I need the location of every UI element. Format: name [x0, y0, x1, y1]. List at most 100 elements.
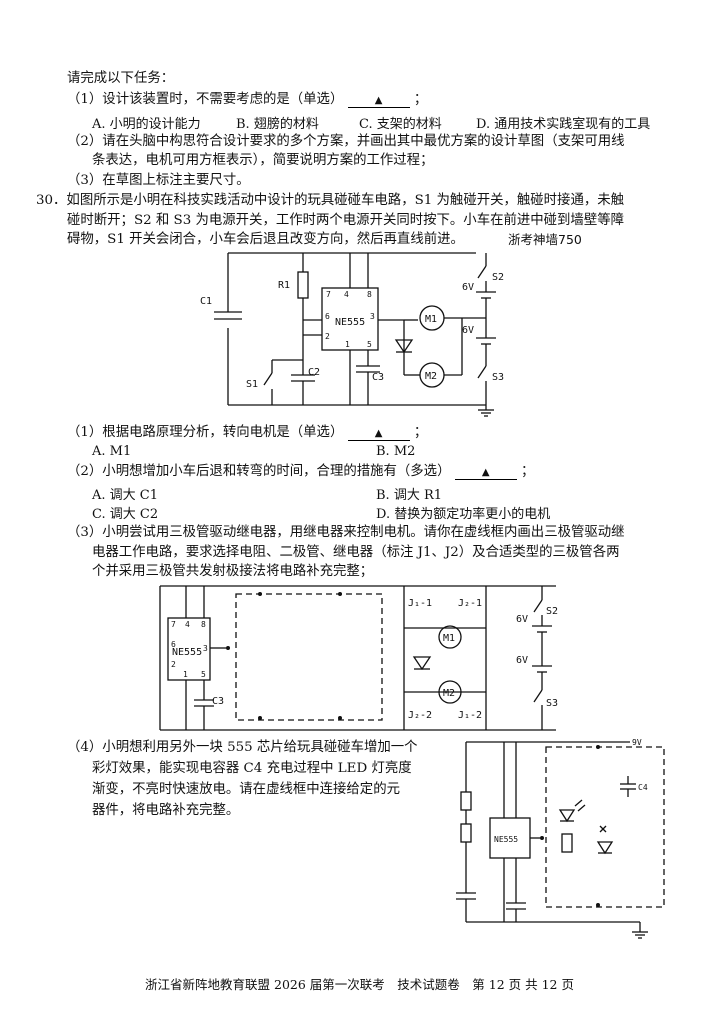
q29-part2-line2: 条表达，电机可用方框表示），简要说明方案的工作过程；: [92, 153, 434, 168]
task-intro: 请完成以下任务：: [67, 71, 175, 86]
resistor-2-icon: [460, 823, 472, 843]
battery-2-icon: [476, 337, 496, 345]
circuit-3: 9V NE555 C4: [456, 738, 665, 939]
pin-5: 5: [201, 670, 206, 679]
label-s2: S2: [546, 606, 558, 617]
output-node-icon: [540, 836, 544, 840]
battery-1-icon: [476, 291, 496, 299]
node-icon: [258, 716, 262, 720]
pin-3: 3: [370, 312, 375, 321]
resistor-1-icon: [460, 791, 472, 811]
motor-m2-icon: [438, 680, 462, 704]
q29-part2-line1: （2）请在头脑中构思符合设计要求的多个方案，并画出其中最优方案的设计草图（支架可…: [67, 134, 625, 149]
pin-4: 4: [344, 290, 349, 299]
pin-8: 8: [201, 620, 206, 629]
diode-icon: [596, 841, 614, 855]
q30-part3-line3: 个并采用三极管共发射极接法将电路补充完整；: [92, 564, 374, 579]
ground-icon: [632, 922, 648, 939]
node-icon: [338, 716, 342, 720]
answer-blank[interactable]: ▲: [347, 428, 410, 441]
pin-7: 7: [326, 290, 331, 299]
label-9v: 9V: [632, 738, 642, 747]
diode-icon: [394, 339, 414, 354]
q30-p2-option-c: C. 调大 C2: [92, 507, 159, 522]
pin-3: 3: [203, 644, 208, 653]
triangle-mark-icon: ▲: [481, 467, 490, 478]
label-j2-1: J₂-1: [458, 598, 482, 609]
q29-option-d: D. 通用技术实践室现有的工具: [476, 117, 651, 132]
page-footer: 浙江省新阵地教育联盟 2026 届第一次联考 技术试题卷 第 12 页 共 12…: [145, 977, 574, 992]
label-6v-1: 6V: [462, 282, 474, 293]
q30-p1-option-b: B. M2: [376, 444, 416, 459]
capacitor-c4-icon: [620, 776, 636, 797]
label-s2: S2: [492, 272, 504, 283]
q30-part2: （2）小明想增加小车后退和转弯的时间，合理的措施有（多选） ▲ ；: [67, 464, 535, 480]
q30-intro-line3: 碍物，S1 开关会闭合，小车会后退且改变方向，然后再直线前进。: [67, 232, 464, 247]
node-icon: [258, 592, 262, 596]
circuit-1: C1 R1 NE555 7 4 8 6 3 2 1 5 C3: [200, 252, 504, 417]
q29-option-b: B. 翅膀的材料: [236, 117, 319, 132]
chip-label: NE555: [494, 835, 518, 844]
node-icon: [596, 903, 600, 907]
ground-icon: [478, 405, 494, 417]
q30-part4-line4: 器件，将电路补充完整。: [92, 803, 240, 818]
motor-m1-icon: [438, 625, 462, 649]
label-j1-1: J₁-1: [408, 598, 432, 609]
label-j1-2: J₁-2: [458, 710, 482, 721]
q30-part4-line2: 彩灯效果，能实现电容器 C4 充电过程中 LED 灯亮度: [92, 761, 412, 776]
pin-7: 7: [171, 620, 176, 629]
switch-s3-icon: [477, 365, 487, 379]
resistor-r1-icon: [297, 271, 309, 299]
switch-s1-icon: [263, 372, 273, 386]
switch-s3-icon: [533, 689, 543, 703]
q29-option-a: A. 小明的设计能力: [92, 117, 201, 132]
triangle-mark-icon: ▲: [374, 428, 383, 439]
label-c1: C1: [200, 296, 212, 307]
label-r1: R1: [278, 280, 290, 291]
capacitor-icon: [506, 902, 526, 910]
capacitor-icon: [456, 892, 476, 900]
pin-6: 6: [171, 640, 176, 649]
q30-p1-option-a: A. M1: [92, 444, 132, 459]
circuit-2: NE555 7 4 8 6 3 2 1 5 C3 J₁-1 J₂-1 J₂-2 …: [159, 585, 558, 731]
watermark: 浙考神墙750: [508, 232, 582, 247]
resistor-icon: [561, 833, 573, 853]
transistor-icon: [599, 825, 607, 833]
output-node-icon: [226, 646, 230, 650]
label-c4: C4: [638, 783, 648, 792]
pin-8: 8: [367, 290, 372, 299]
diode-icon: [412, 656, 432, 671]
ne555-chip: [167, 617, 211, 681]
pin-6: 6: [325, 312, 330, 321]
pin-2: 2: [171, 660, 176, 669]
battery-1-icon: [532, 625, 552, 633]
label-m2: M2: [443, 688, 455, 699]
q30-p2-option-d: D. 替换为额定功率更小的电机: [376, 507, 551, 522]
q29-part1: （1）设计该装置时，不需要考虑的是（单选） ▲ ；: [67, 92, 428, 108]
node-icon: [596, 745, 600, 749]
switch-s2-icon: [477, 265, 487, 279]
chip-label: NE555: [172, 647, 202, 658]
answer-blank[interactable]: ▲: [454, 467, 517, 480]
pin-2: 2: [325, 332, 330, 341]
answer-area-box[interactable]: [545, 746, 665, 908]
q29-option-c: C. 支架的材料: [359, 117, 442, 132]
label-m1: M1: [425, 314, 437, 325]
label-m2: M2: [425, 371, 437, 382]
node-icon: [338, 592, 342, 596]
label-6v-2: 6V: [462, 325, 474, 336]
triangle-mark-icon: ▲: [374, 95, 383, 106]
answer-blank[interactable]: ▲: [347, 95, 410, 108]
label-m1: M1: [443, 633, 455, 644]
pin-4: 4: [185, 620, 190, 629]
pin-1: 1: [345, 340, 350, 349]
q30-p2-option-a: A. 调大 C1: [92, 488, 159, 503]
q29-part3: （3）在草图上标注主要尺寸。: [67, 173, 250, 188]
q30-p2-option-b: B. 调大 R1: [376, 488, 443, 503]
capacitor-c1-icon: [214, 311, 242, 320]
label-c3: C3: [372, 372, 384, 383]
led-icon: [558, 799, 586, 823]
answer-area-box[interactable]: [235, 593, 383, 721]
label-s3: S3: [546, 698, 558, 709]
